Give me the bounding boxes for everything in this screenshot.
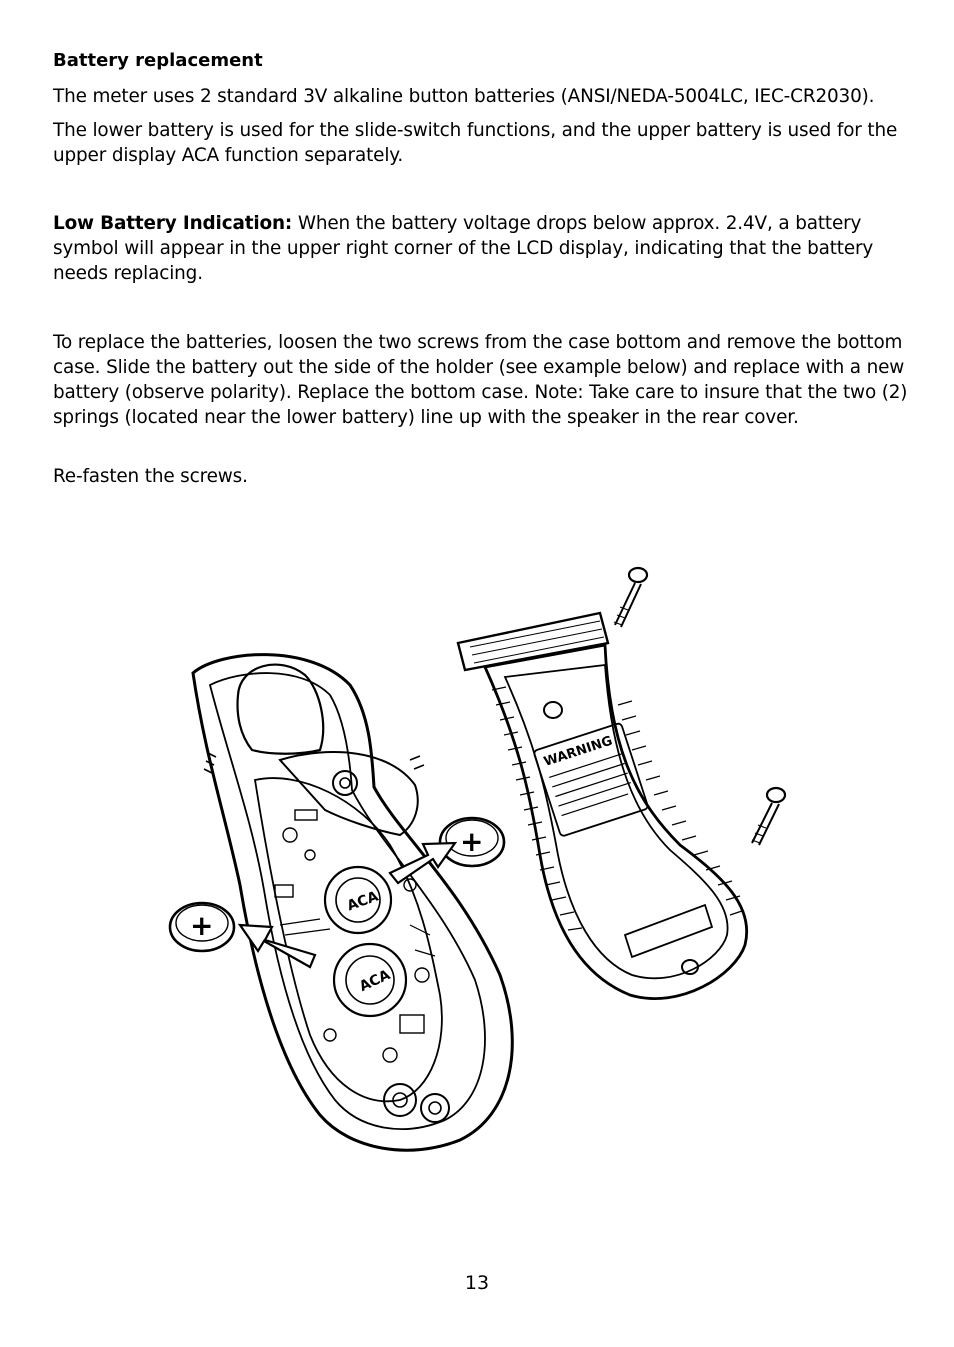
paragraph-text: The lower battery is used for the slide-… bbox=[53, 120, 898, 166]
page-number: 13 bbox=[464, 1272, 490, 1294]
paragraph-text: To replace the batteries, loosen the two… bbox=[53, 332, 908, 428]
section-heading: Battery replacement bbox=[53, 50, 263, 71]
paragraph-battery-usage: The lower battery is used for the slide-… bbox=[53, 118, 913, 168]
low-battery-body: When the battery voltage drops below app… bbox=[53, 213, 874, 284]
paragraph-battery-type: The meter uses 2 standard 3V alkaline bu… bbox=[53, 84, 913, 109]
battery-replacement-illustration: ACA ACA + bbox=[160, 555, 800, 1155]
low-battery-lead: Low Battery Indication: bbox=[53, 213, 293, 234]
battery-right-icon: + bbox=[438, 816, 506, 868]
battery-left-icon: + bbox=[168, 901, 236, 953]
arrow-left-icon bbox=[237, 923, 317, 969]
paragraph-replace-instructions: To replace the batteries, loosen the two… bbox=[53, 330, 913, 430]
screw-right-icon bbox=[751, 786, 787, 846]
paragraph-text: The meter uses 2 standard 3V alkaline bu… bbox=[53, 86, 875, 107]
battery-polarity-plus: + bbox=[190, 909, 213, 942]
lower-holder-label: ACA bbox=[357, 967, 393, 995]
bottom-case-icon: WARNING bbox=[456, 611, 748, 1000]
paragraph-refasten: Re-fasten the screws. bbox=[53, 464, 913, 489]
battery-polarity-plus: + bbox=[460, 825, 483, 858]
screw-top-icon bbox=[613, 566, 649, 628]
paragraph-low-battery: Low Battery Indication: When the battery… bbox=[53, 211, 913, 286]
meter-body-icon: ACA ACA bbox=[191, 653, 514, 1152]
upper-holder-label: ACA bbox=[345, 888, 381, 914]
arrow-right-icon bbox=[388, 841, 458, 885]
paragraph-text: Re-fasten the screws. bbox=[53, 466, 248, 487]
warning-label: WARNING bbox=[542, 734, 614, 770]
